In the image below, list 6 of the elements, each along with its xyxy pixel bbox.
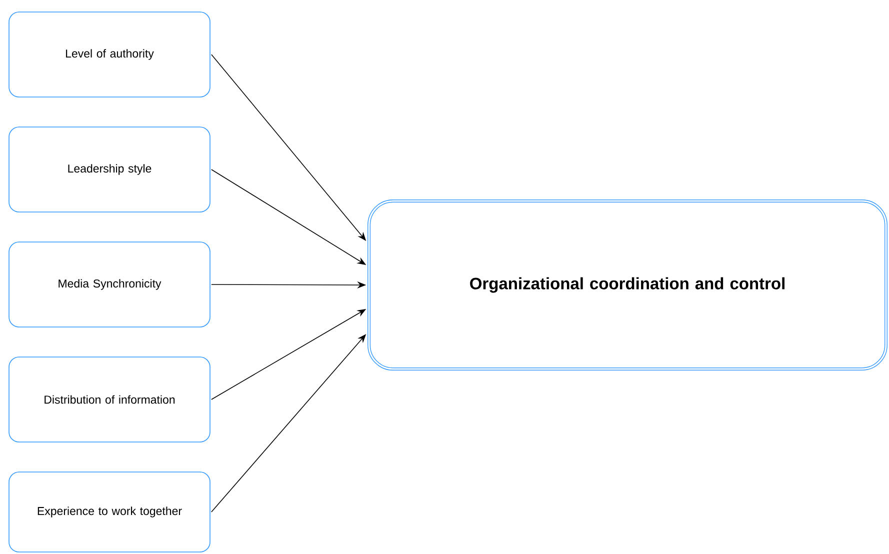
- outcome-box: Organizational coordination and control: [368, 200, 888, 370]
- factor-box: Media Synchronicity: [8, 242, 210, 328]
- factor-box: Experience to work together: [8, 472, 210, 552]
- factor-box: Leadership style: [8, 126, 210, 212]
- factor-box: Level of authority: [8, 12, 210, 98]
- factor-box: Distribution of information: [8, 356, 210, 442]
